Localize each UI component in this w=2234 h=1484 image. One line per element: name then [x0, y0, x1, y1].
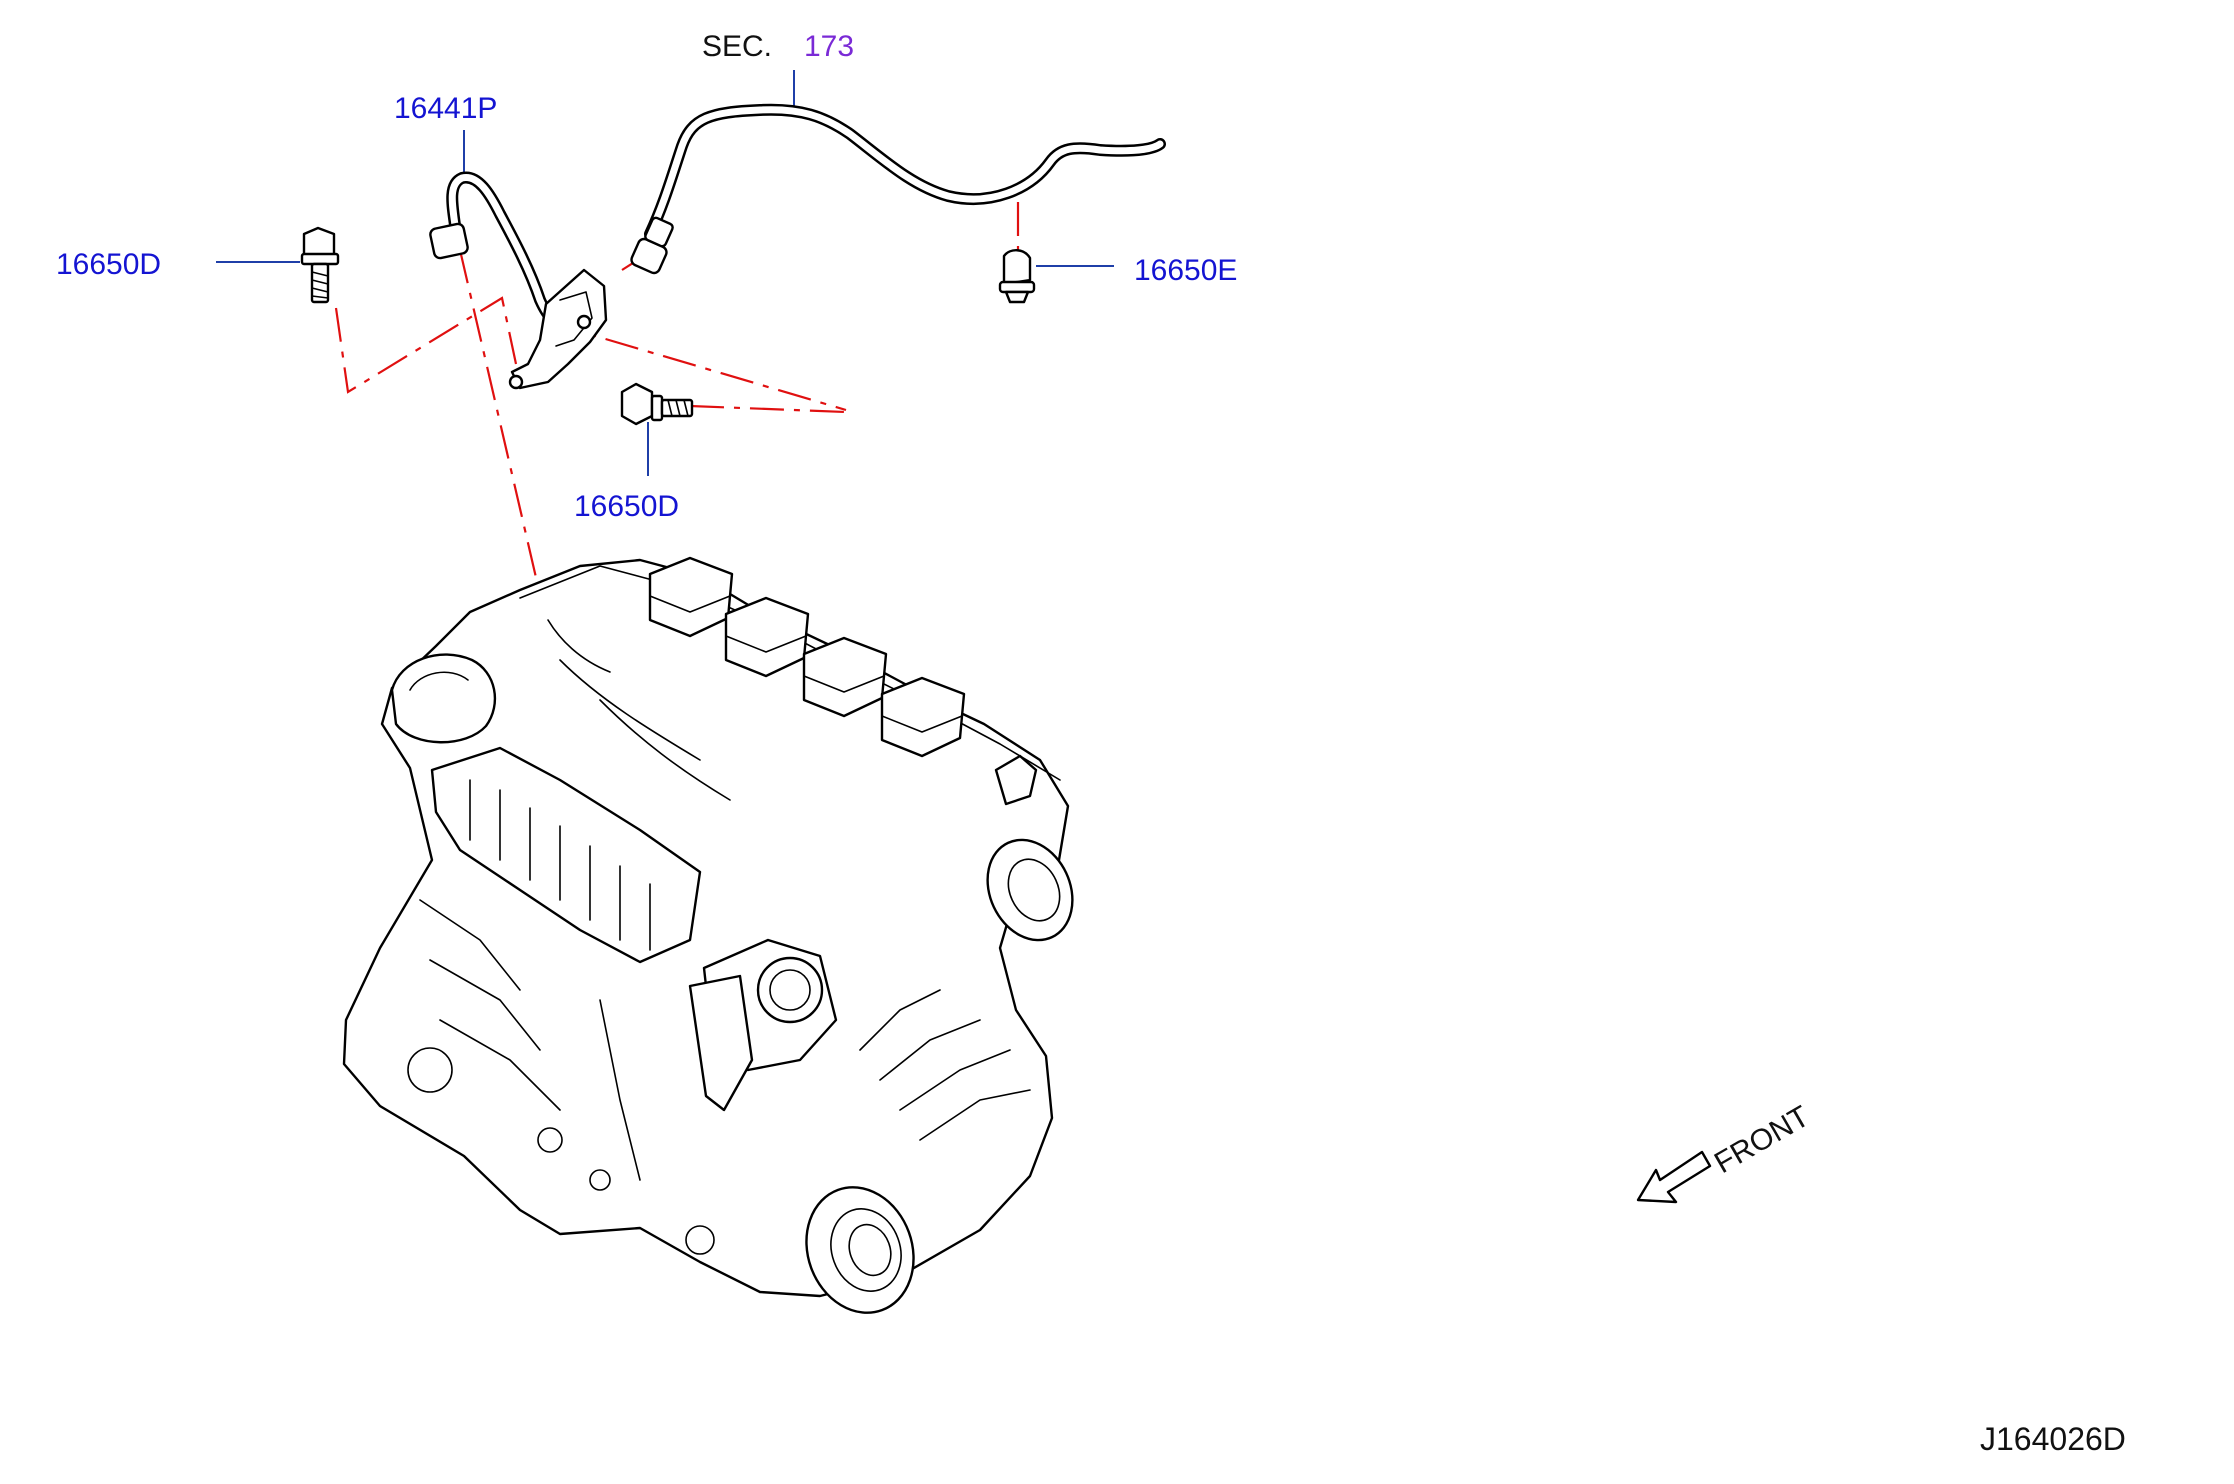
throttle-body	[688, 938, 838, 1112]
water-pump	[986, 754, 1074, 942]
front-direction-indicator: FRONT	[1636, 1100, 1815, 1204]
clip-16650e[interactable]	[998, 249, 1036, 304]
callout-hose-16441p[interactable]: 16441P	[394, 92, 497, 125]
bolt-left-16650d[interactable]	[300, 226, 340, 304]
callout-bolt-left-16650d[interactable]: 16650D	[56, 248, 161, 281]
callout-clip-16650e[interactable]: 16650E	[1134, 254, 1237, 287]
diagram-id: J164026D	[1980, 1421, 2126, 1457]
section-reference-link[interactable]: 173	[804, 30, 854, 63]
hose-assembly-16441p[interactable]	[429, 103, 1166, 390]
ignition-coils	[648, 556, 966, 758]
front-arrow-icon	[1636, 1150, 1712, 1204]
crankshaft-pulley	[805, 1186, 915, 1314]
callout-bolt-lower-16650d[interactable]: 16650D	[574, 490, 679, 523]
intake-manifold	[430, 746, 702, 964]
engine-assembly-illustration	[342, 556, 1074, 1314]
vacuum-pump	[390, 653, 497, 744]
front-label: FRONT	[1709, 1100, 1815, 1180]
installation-phantom-lines	[334, 202, 1020, 613]
bolt-lower-16650d[interactable]	[620, 382, 694, 426]
section-prefix-label: SEC.	[702, 30, 772, 63]
